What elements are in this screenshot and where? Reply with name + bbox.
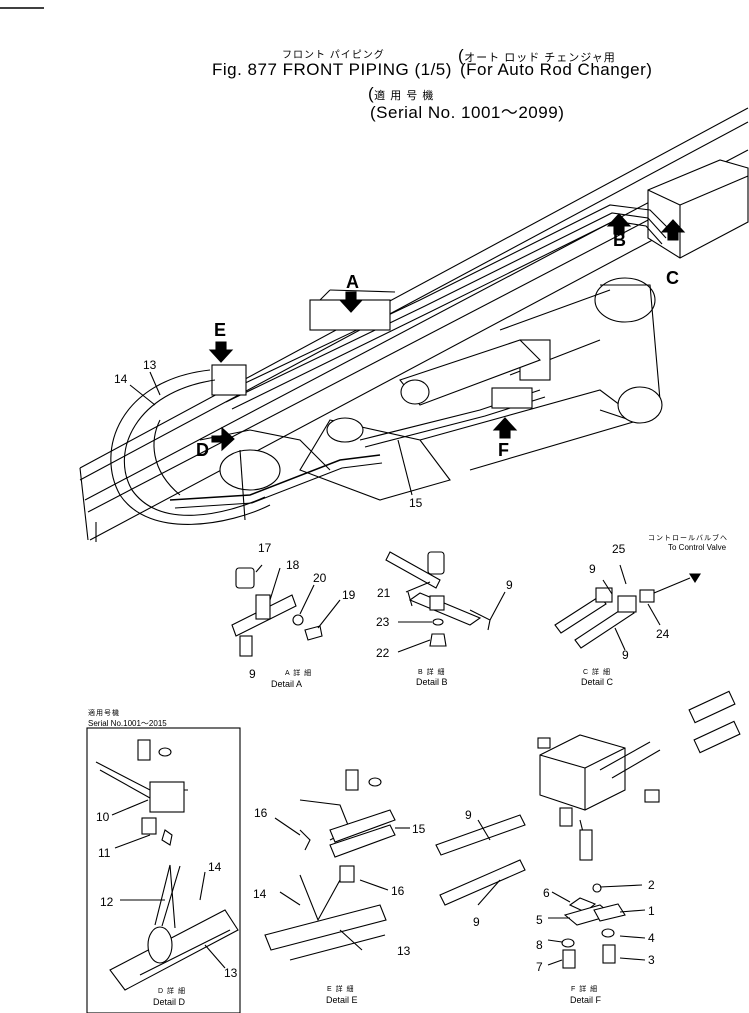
control-valve-note-jp: コントロールバルブへ: [648, 535, 728, 542]
part-20: 20: [313, 571, 327, 585]
part-1: 1: [648, 904, 655, 918]
detail-d-drawing: [86, 727, 241, 1013]
detail-d-serial-jp: 適用号機: [88, 710, 120, 717]
detail-b-drawing: [385, 551, 506, 653]
detail-e-caption-jp: E 詳 細: [327, 986, 355, 993]
part-10: 10: [96, 810, 110, 824]
valve-block: [539, 734, 626, 811]
part-14-d: 14: [208, 860, 222, 874]
label-d: D: [196, 440, 209, 460]
part-19: 19: [342, 588, 356, 602]
part-4: 4: [648, 931, 655, 945]
part-15-e: 15: [412, 822, 426, 836]
clamp-e: [211, 364, 247, 396]
part-13-e: 13: [397, 944, 411, 958]
main-assembly-drawing: [79, 107, 749, 542]
part-9-c-top: 9: [589, 562, 596, 576]
part-9-c-bottom: 9: [622, 648, 629, 662]
part-17: 17: [258, 541, 272, 555]
part-21: 21: [377, 586, 391, 600]
cylinder-upper: [594, 277, 656, 323]
detail-f-drawing: [435, 690, 741, 969]
serial-japanese-wrap: (適 用 号 機: [368, 84, 435, 103]
part-9-f-bottom: 9: [473, 915, 480, 929]
boom-rail-top: [79, 107, 749, 469]
detail-c-drawing: [554, 564, 701, 651]
part-24: 24: [656, 627, 670, 641]
part-15-main: 15: [409, 496, 423, 510]
part-6: 6: [543, 886, 550, 900]
part-25: 25: [612, 542, 626, 556]
detail-b-caption: Detail B: [416, 677, 448, 687]
detail-a-caption-jp: A 詳 細: [285, 670, 313, 677]
detail-a-drawing: [231, 564, 341, 657]
detail-e-drawing: [264, 769, 410, 961]
label-b: B: [613, 230, 626, 250]
arrow-a: [338, 291, 364, 313]
detail-b-caption-jp: B 詳 細: [418, 669, 446, 676]
detail-d-frame: [86, 727, 241, 1013]
part-23: 23: [376, 615, 390, 629]
part-18: 18: [286, 558, 300, 572]
part-9-f-top: 9: [465, 808, 472, 822]
arrow-f: [492, 417, 518, 439]
detail-f-caption: Detail F: [570, 995, 602, 1005]
part-13-d: 13: [224, 966, 238, 980]
part-16-e-top: 16: [254, 806, 268, 820]
part-16-e-bottom: 16: [391, 884, 405, 898]
detail-d-caption-jp: D 詳 細: [158, 988, 186, 995]
chain: [169, 454, 381, 501]
detail-f-caption-jp: F 詳 細: [571, 986, 599, 993]
part-14-e: 14: [253, 887, 267, 901]
arrow-b: [606, 213, 632, 235]
arrow-c: [660, 219, 686, 241]
part-7: 7: [536, 960, 543, 974]
detail-e-caption: Detail E: [326, 995, 358, 1005]
part-2: 2: [648, 878, 655, 892]
part-13-main: 13: [143, 358, 157, 372]
subtitle: (For Auto Rod Changer): [460, 60, 653, 79]
label-c: C: [666, 268, 679, 288]
part-5: 5: [536, 913, 543, 927]
label-e: E: [214, 320, 227, 340]
serial-range: (Serial No. 1001～2099): [370, 103, 565, 122]
clamp-f: [491, 387, 533, 409]
hose-14: [110, 369, 271, 525]
serial-japanese: 適 用 号 機: [374, 90, 435, 102]
part-12: 12: [100, 895, 114, 909]
title-japanese: フロント パイピング: [282, 50, 385, 61]
part-3: 3: [648, 953, 655, 967]
subtitle-japanese: オート ロッド チェンジャ用: [464, 52, 616, 64]
hose-13: [123, 379, 266, 516]
boom-head-box: [647, 159, 749, 259]
detail-d-hose: [109, 909, 239, 991]
part-14-main: 14: [114, 372, 128, 386]
detail-c-caption: Detail C: [581, 677, 614, 687]
control-valve-note: To Control Valve: [668, 543, 727, 552]
subtitle-bracket: (オート ロッド チェンジャ用: [458, 46, 616, 65]
detail-a-caption: Detail A: [271, 679, 303, 689]
arrow-d: [211, 426, 235, 452]
detail-e-hose: [264, 904, 387, 951]
pipe-line-1: [219, 204, 671, 396]
part-8: 8: [536, 938, 543, 952]
part-22: 22: [376, 646, 390, 660]
part-9-b: 9: [506, 578, 513, 592]
subtitle-text: For Auto Rod Changer: [466, 60, 647, 79]
detail-c-caption-jp: C 詳 細: [583, 669, 611, 676]
label-f: F: [498, 440, 509, 460]
rod-gripper: [299, 419, 451, 501]
detail-d-serial: Serial No.1001～2015: [88, 719, 167, 728]
detail-d-caption: Detail D: [153, 997, 186, 1007]
arrow-e: [208, 341, 234, 363]
figure-title: Fig. 877 FRONT PIPING (1/5): [212, 60, 452, 79]
serial-text: Serial No. 1001～2099: [376, 103, 559, 122]
label-a: A: [346, 272, 359, 292]
part-11: 11: [98, 846, 111, 860]
part-9-a: 9: [249, 667, 256, 681]
